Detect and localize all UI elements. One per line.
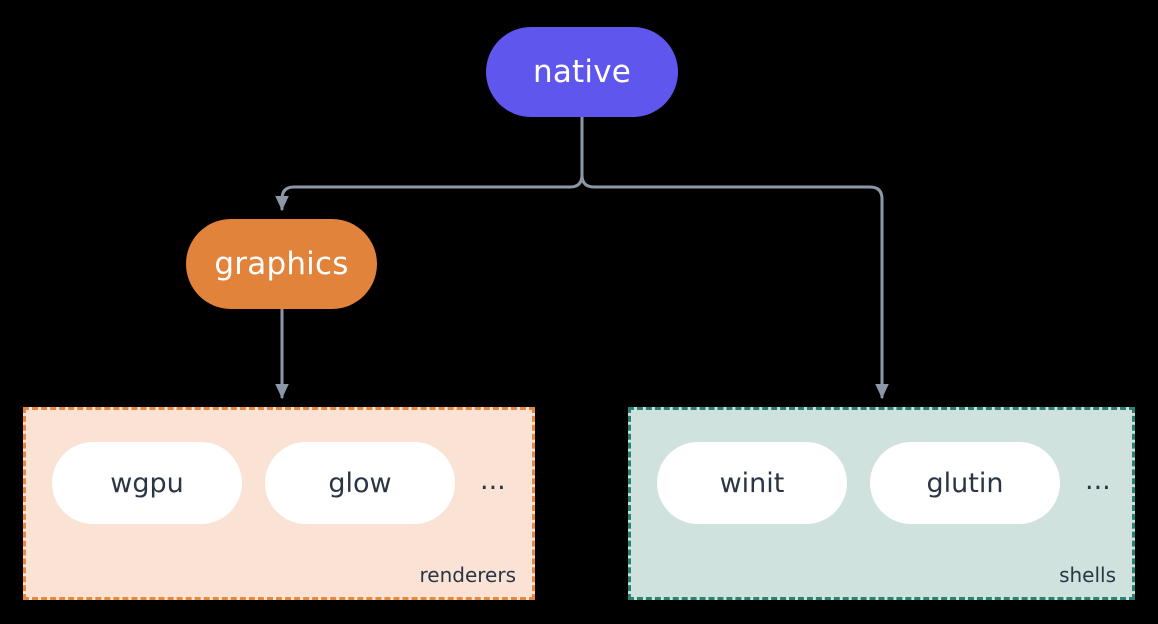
node-native[interactable]: native	[486, 27, 678, 117]
leaf-glow-label: glow	[328, 467, 392, 499]
node-graphics[interactable]: graphics	[186, 219, 377, 309]
group-shells-label: shells	[1059, 563, 1116, 587]
leaf-glow[interactable]: glow	[265, 442, 455, 524]
edge-native-shells	[580, 115, 889, 399]
node-native-label: native	[532, 53, 632, 90]
group-renderers-overflow-ellipsis: ...	[480, 464, 506, 496]
group-renderers: wgpu glow ... renderers	[23, 407, 535, 600]
leaf-glutin[interactable]: glutin	[870, 442, 1060, 524]
group-renderers-items: wgpu glow ...	[52, 442, 506, 524]
group-renderers-label: renderers	[419, 563, 517, 587]
edge-native-graphics	[275, 115, 584, 211]
group-shells: winit glutin ... shells	[628, 407, 1135, 600]
group-shells-overflow-ellipsis: ...	[1085, 464, 1111, 496]
leaf-wgpu-label: wgpu	[110, 467, 184, 499]
leaf-wgpu[interactable]: wgpu	[52, 442, 242, 524]
node-graphics-label: graphics	[214, 245, 349, 282]
group-shells-items: winit glutin ...	[657, 442, 1111, 524]
leaf-winit[interactable]: winit	[657, 442, 847, 524]
leaf-glutin-label: glutin	[926, 467, 1004, 499]
leaf-winit-label: winit	[719, 467, 785, 499]
